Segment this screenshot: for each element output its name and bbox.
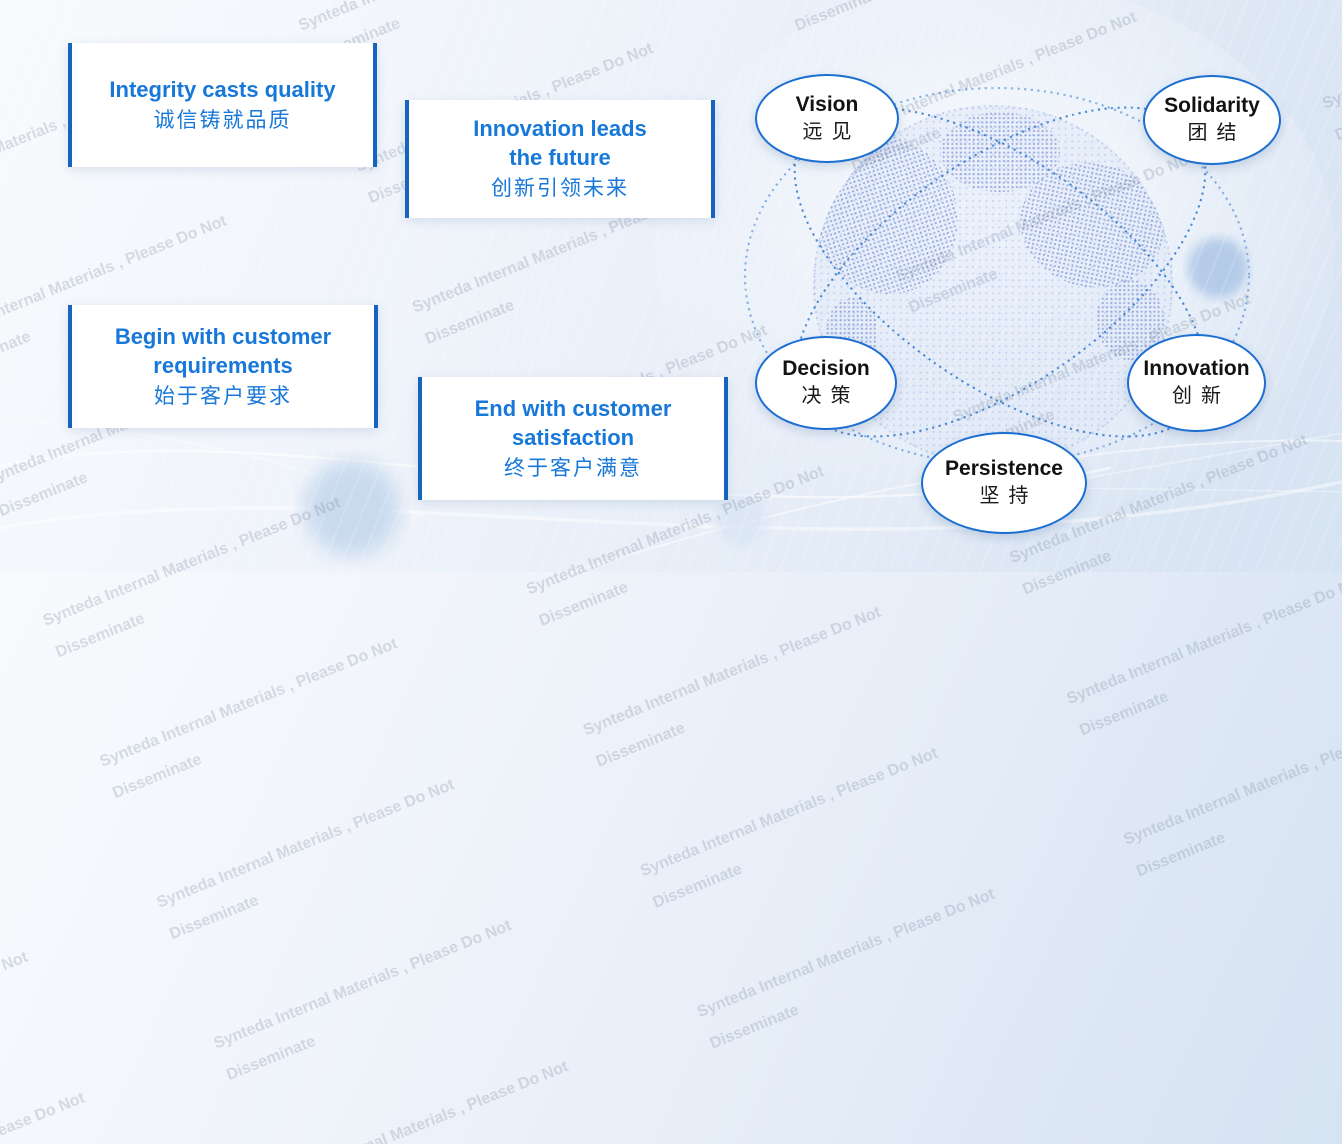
core-value-en: Solidarity <box>1164 94 1260 117</box>
value-box-innovation: Innovation leads the future 创新引领未来 <box>405 100 715 218</box>
bokeh-circles <box>304 238 1248 556</box>
core-value-zh: 决策 <box>801 385 860 407</box>
watermark-text: Synteda Internal Materials , Please Do N… <box>211 917 514 1084</box>
core-value-oval-persistence: Persistence 坚持 <box>921 432 1087 534</box>
watermark-text: Synteda Internal Materials , Please Do N… <box>0 606 95 919</box>
value-box-title-en: Integrity casts quality <box>109 76 336 102</box>
core-value-zh: 团结 <box>1187 122 1246 144</box>
core-value-oval-innovation: Innovation 创新 <box>1127 334 1266 432</box>
core-value-en: Vision <box>795 92 859 116</box>
watermark-text: Synteda Internal Materials , Please Do N… <box>694 885 998 1053</box>
watermark-text: Synteda Internal Materials , Please Do N… <box>581 603 884 771</box>
value-box-end-customer: End with customer satisfaction 终于客户满意 <box>418 377 728 500</box>
value-box-integrity: Integrity casts quality 诚信铸就品质 <box>68 43 377 167</box>
value-box-begin-customer: Begin with customer requirements 始于客户要求 <box>68 305 378 428</box>
core-value-zh: 远见 <box>802 120 861 143</box>
watermark-text: Synteda Internal Materials , Please Do N… <box>0 1029 265 1144</box>
value-box-title-en: End with customer satisfaction <box>474 395 672 450</box>
core-value-zh: 创新 <box>1172 385 1230 407</box>
core-value-oval-decision: Decision 决策 <box>755 336 897 430</box>
value-box-title-zh: 创新引领未来 <box>491 177 629 200</box>
core-value-en: Persistence <box>945 457 1063 480</box>
core-value-en: Decision <box>782 357 870 380</box>
value-box-title-en: Innovation leads the future <box>473 116 647 170</box>
watermark-text: Synteda Internal Materials , Please Do N… <box>1121 713 1342 881</box>
watermark-text: Synteda Internal Materials , Please Do N… <box>0 948 31 1083</box>
value-box-title-zh: 始于客户要求 <box>154 384 292 408</box>
watermark-text: Synteda Internal Materials , Please Do N… <box>0 747 152 1060</box>
watermark-text: Synteda Internal Materials , Please Do N… <box>97 635 400 803</box>
watermark-text: Synteda Internal Materials , Please Do N… <box>637 744 941 912</box>
watermark-text: Synteda Internal Materials , Please Do N… <box>268 1058 571 1144</box>
core-value-oval-vision: Vision 远见 <box>755 74 899 163</box>
watermark-text: Synteda Internal Materials , Please Do N… <box>154 776 457 944</box>
value-box-title-en: Begin with customer requirements <box>114 323 332 378</box>
value-box-title-zh: 诚信铸就品质 <box>153 108 292 132</box>
core-value-oval-solidarity: Solidarity 团结 <box>1143 75 1281 165</box>
core-value-en: Innovation <box>1143 357 1250 380</box>
value-box-title-zh: 终于客户满意 <box>504 456 642 480</box>
core-value-zh: 坚持 <box>979 485 1038 507</box>
